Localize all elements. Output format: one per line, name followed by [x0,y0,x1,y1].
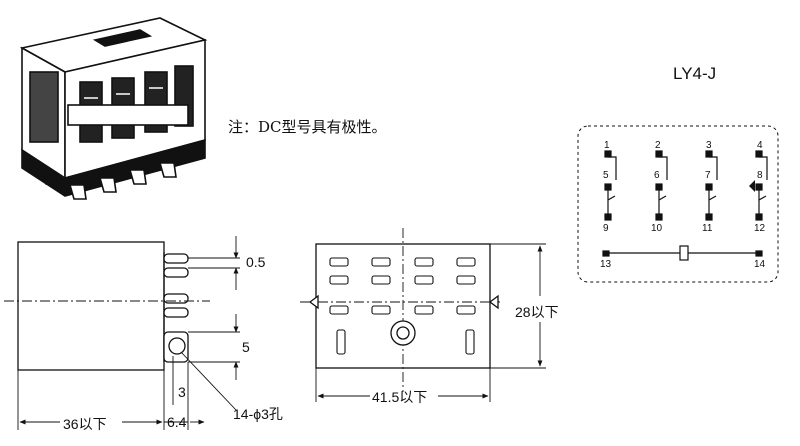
coil-symbol [679,245,689,261]
terminal-number: 4 [757,140,763,151]
side-view [4,236,240,430]
terminal-number: 10 [651,223,663,234]
terminal-number: 13 [600,259,612,270]
dim-height: 28以下 [515,304,559,320]
terminal-number: 5 [603,170,609,181]
terminal-pin [163,253,189,264]
terminal-number: 9 [603,223,609,234]
dim-holes: 14-ϕ3孔 [233,406,283,422]
terminal-number: 6 [654,170,660,181]
terminal-number: 1 [604,140,610,151]
dim-width: 41.5以下 [372,389,428,405]
side-view-body [17,241,165,371]
wiring-frame [577,125,779,283]
terminal-number: 7 [705,170,711,181]
terminal-number: 14 [754,259,766,270]
contact-set [749,150,768,221]
polarity-note: 注：DC型号具有极性。 [228,118,387,136]
terminal-number: 12 [754,223,766,234]
dim-pin-length: 6.4 [167,414,187,430]
terminal-number: 11 [702,223,713,234]
terminal-hole [168,337,186,355]
dim-pin-pitch: 5 [242,339,250,355]
terminal-slots [329,257,476,355]
relay-3d-illustration [19,17,208,200]
contact-set [604,150,617,221]
dim-depth: 36以下 [63,416,107,432]
terminal-pin [163,293,189,304]
model-label: LY4-J [673,64,717,83]
bottom-view [300,228,546,402]
terminal-number: 8 [757,170,763,181]
contact-set [655,150,668,221]
wiring-diagram [577,125,779,283]
terminal-number: 2 [655,140,661,151]
terminal-pin [163,307,189,318]
terminal-number: 3 [706,140,712,151]
contact-set [705,150,718,221]
dim-pin-width: 0.5 [246,254,266,270]
terminal-pin [163,267,189,278]
dim-hole-offset: 3 [178,384,186,400]
